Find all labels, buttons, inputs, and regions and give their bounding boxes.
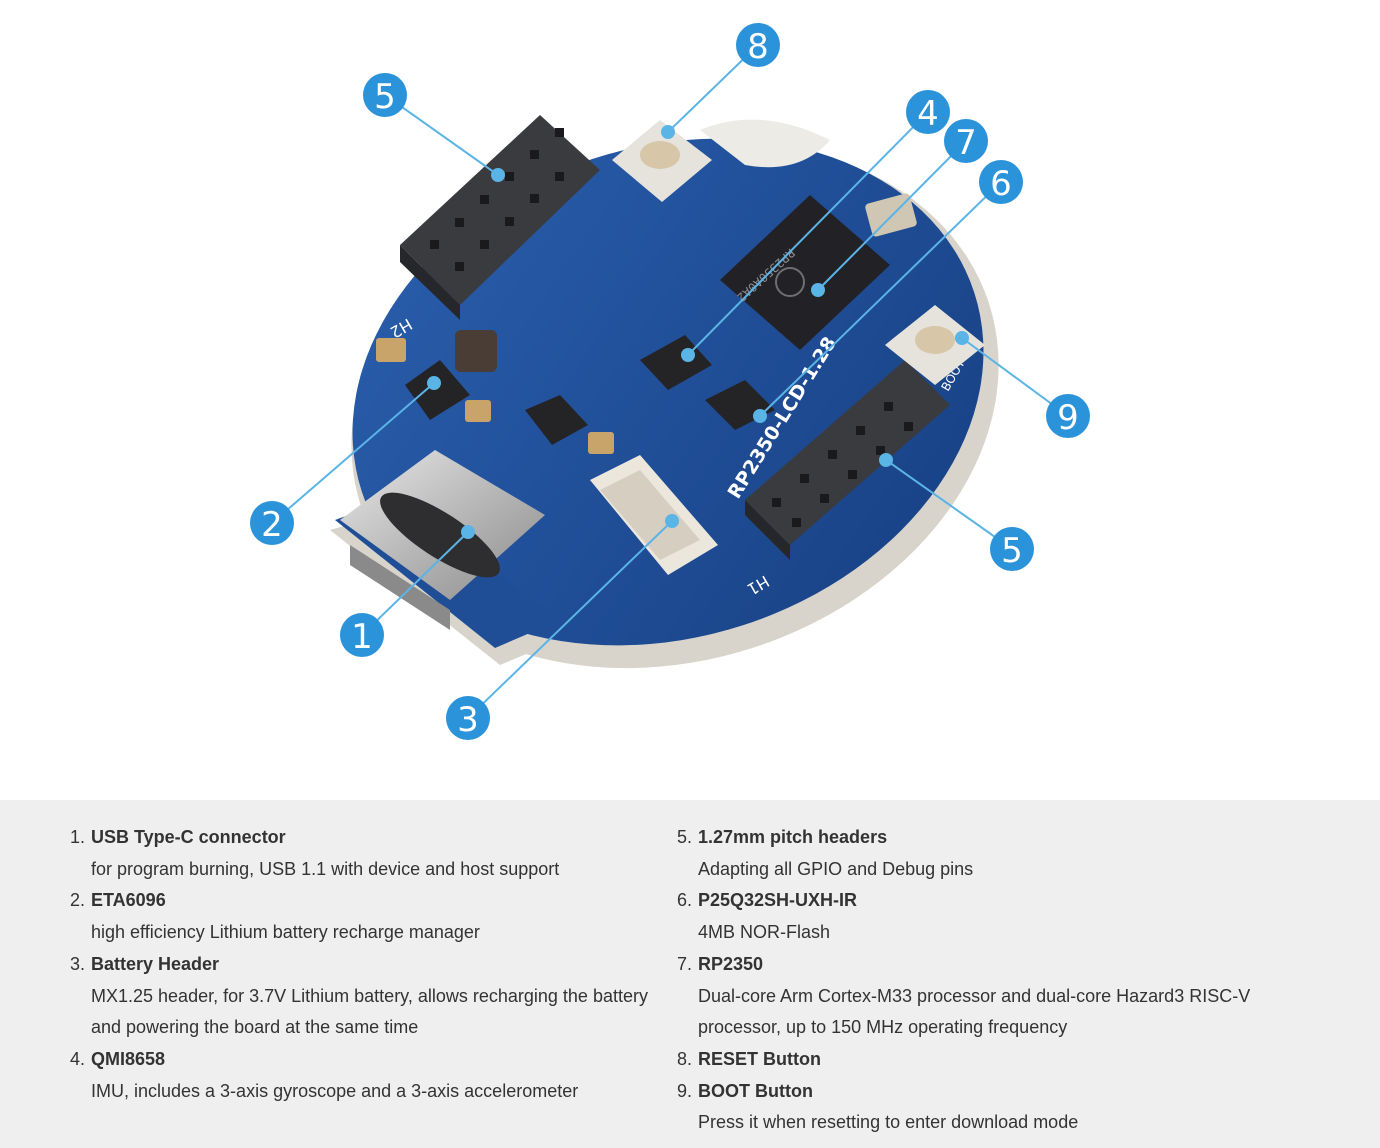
legend-desc: 4MB NOR-Flash xyxy=(698,922,831,943)
legend-title: RP2350 xyxy=(698,953,764,974)
callout-5-top: 5 xyxy=(363,73,407,117)
svg-text:5: 5 xyxy=(1001,531,1023,571)
usb-type-c-connector xyxy=(340,450,545,630)
legend-number: 5. xyxy=(677,827,693,847)
legend-number: 6. xyxy=(677,890,693,911)
callout-3: 3 xyxy=(446,696,490,740)
callout-2: 2 xyxy=(250,501,294,545)
legend-item-3: 3.Battery Header MX1.25 header, for 3.7V… xyxy=(70,949,650,1044)
legend-number: 1. xyxy=(70,827,86,847)
legend-title: 1.27mm pitch headers xyxy=(698,827,888,847)
legend-number: 3. xyxy=(70,953,86,974)
board-figure: H2 H1 RP2350-LCD-1.28 BOOT RP2350A0A2 xyxy=(250,23,1090,740)
battery-header xyxy=(590,455,718,575)
svg-text:4: 4 xyxy=(917,94,939,134)
leader-endpoints xyxy=(427,125,969,539)
capacitors xyxy=(376,338,614,454)
legend-column-left: 1.USB Type-C connector for program burni… xyxy=(70,822,650,1107)
legend-number: 7. xyxy=(677,953,693,974)
svg-text:3: 3 xyxy=(457,700,479,740)
legend-item-7: 7.RP2350 Dual-core Arm Cortex-M33 proces… xyxy=(677,949,1297,1044)
svg-text:1: 1 xyxy=(351,617,373,657)
legend-title: BOOT Button xyxy=(698,1080,813,1101)
legend-title: P25Q32SH-UXH-IR xyxy=(698,890,858,911)
charger-chip xyxy=(405,360,470,420)
legend-desc: Adapting all GPIO and Debug pins xyxy=(698,858,974,879)
legend-number: 9. xyxy=(677,1080,693,1101)
legend-desc: high efficiency Lithium battery recharge… xyxy=(91,922,480,943)
legend-title: Battery Header xyxy=(91,953,220,974)
legend-desc: MX1.25 header, for 3.7V Lithium battery,… xyxy=(91,985,648,1006)
legend-title: USB Type-C connector xyxy=(91,827,286,847)
svg-text:9: 9 xyxy=(1057,398,1079,438)
reset-button-illustration xyxy=(612,120,712,202)
svg-text:7: 7 xyxy=(955,123,977,163)
legend-number: 2. xyxy=(70,890,86,911)
legend-desc: for program burning, USB 1.1 with device… xyxy=(91,858,560,879)
legend-number: 8. xyxy=(677,1048,693,1069)
legend-item-2: 2.ETA6096 high efficiency Lithium batter… xyxy=(70,885,650,948)
legend-panel: 1.USB Type-C connector for program burni… xyxy=(0,800,1380,1148)
callout-7: 7 xyxy=(944,119,988,163)
legend-title: ETA6096 xyxy=(91,890,166,911)
legend-item-6: 6.P25Q32SH-UXH-IR 4MB NOR-Flash xyxy=(677,885,1297,948)
callout-6: 6 xyxy=(979,160,1023,204)
svg-text:5: 5 xyxy=(374,77,396,117)
legend-item-8: 8.RESET Button xyxy=(677,1044,1297,1076)
svg-text:8: 8 xyxy=(747,27,769,67)
regulator-chip xyxy=(525,395,588,445)
svg-text:2: 2 xyxy=(261,505,283,545)
legend-number: 4. xyxy=(70,1048,86,1069)
board-illustration: H2 H1 RP2350-LCD-1.28 BOOT RP2350A0A2 xyxy=(250,23,1090,740)
legend-desc: and powering the board at the same time xyxy=(91,1017,419,1038)
legend-desc: IMU, includes a 3-axis gyroscope and a 3… xyxy=(91,1080,579,1101)
callout-9: 9 xyxy=(1046,394,1090,438)
legend-title: QMI8658 xyxy=(91,1048,166,1069)
legend-desc: processor, up to 150 MHz operating frequ… xyxy=(698,1017,1068,1038)
inductor xyxy=(455,330,497,372)
leader-lines xyxy=(271,44,1069,719)
legend-title: RESET Button xyxy=(698,1048,821,1069)
legend-item-1: 1.USB Type-C connector for program burni… xyxy=(70,822,650,885)
boot-button-illustration xyxy=(885,305,985,385)
legend-item-5: 5.1.27mm pitch headers Adapting all GPIO… xyxy=(677,822,1297,885)
legend-desc: Dual-core Arm Cortex-M33 processor and d… xyxy=(698,985,1251,1006)
callout-5-bottom: 5 xyxy=(990,527,1034,571)
legend-item-4: 4.QMI8658 IMU, includes a 3-axis gyrosco… xyxy=(70,1044,650,1107)
legend-desc: Press it when resetting to enter downloa… xyxy=(698,1112,1079,1133)
callout-1: 1 xyxy=(340,613,384,657)
callout-8: 8 xyxy=(736,23,780,67)
callout-4: 4 xyxy=(906,90,950,134)
legend-item-9: 9.BOOT Button Press it when resetting to… xyxy=(677,1076,1297,1139)
svg-text:6: 6 xyxy=(990,164,1012,204)
legend-column-right: 5.1.27mm pitch headers Adapting all GPIO… xyxy=(677,822,1297,1139)
